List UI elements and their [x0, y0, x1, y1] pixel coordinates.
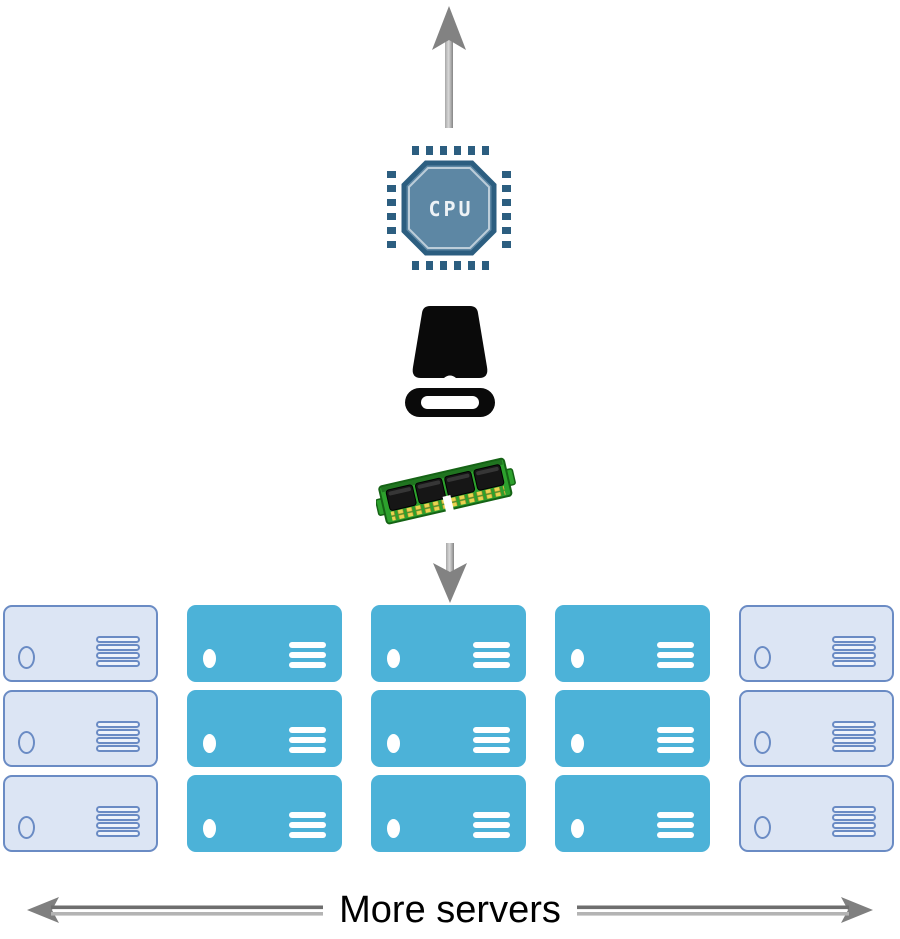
server-icon	[187, 605, 342, 682]
more-servers-label: More servers	[339, 889, 561, 931]
server-icon	[371, 775, 526, 852]
server-icon	[371, 605, 526, 682]
left-arrow-icon	[27, 897, 324, 923]
server-led	[754, 816, 771, 839]
server-grille	[473, 638, 510, 668]
server-grille	[832, 805, 876, 837]
right-arrow-icon	[576, 897, 873, 923]
server-column	[187, 605, 342, 852]
more-servers-row: More servers	[0, 884, 900, 936]
server-grille	[96, 805, 140, 837]
server-icon	[3, 690, 158, 767]
server-icon	[3, 605, 158, 682]
server-grille	[289, 638, 326, 668]
storage-disk-icon	[405, 306, 495, 417]
server-grille	[657, 638, 694, 668]
down-arrow-icon	[433, 543, 467, 603]
server-icon	[187, 690, 342, 767]
server-icon	[739, 605, 894, 682]
server-led	[203, 819, 216, 838]
server-led	[387, 819, 400, 838]
server-icon	[187, 775, 342, 852]
server-grille	[289, 808, 326, 838]
server-led	[203, 649, 216, 668]
server-icon	[3, 775, 158, 852]
server-column	[3, 605, 158, 852]
server-led	[387, 649, 400, 668]
server-icon	[371, 690, 526, 767]
server-grille	[473, 723, 510, 753]
server-grille	[289, 723, 326, 753]
server-led	[18, 731, 35, 754]
server-grid	[3, 605, 897, 852]
server-grille	[832, 720, 876, 752]
server-led	[571, 649, 584, 668]
server-icon	[555, 605, 710, 682]
server-column	[555, 605, 710, 852]
server-icon	[739, 775, 894, 852]
cpu-icon: CPU	[387, 146, 511, 270]
server-led	[754, 731, 771, 754]
server-led	[571, 734, 584, 753]
server-led	[18, 816, 35, 839]
server-grille	[832, 635, 876, 667]
server-grille	[96, 635, 140, 667]
server-grille	[657, 723, 694, 753]
cpu-label: CPU	[428, 197, 473, 221]
server-column	[739, 605, 894, 852]
server-led	[754, 646, 771, 669]
server-icon	[555, 775, 710, 852]
server-icon	[739, 690, 894, 767]
server-grille	[657, 808, 694, 838]
server-led	[18, 646, 35, 669]
server-grille	[473, 808, 510, 838]
memory-ram-icon	[376, 457, 516, 525]
up-arrow-icon	[432, 6, 466, 128]
server-icon	[555, 690, 710, 767]
server-column	[371, 605, 526, 852]
server-led	[387, 734, 400, 753]
server-grille	[96, 720, 140, 752]
server-led	[203, 734, 216, 753]
server-led	[571, 819, 584, 838]
